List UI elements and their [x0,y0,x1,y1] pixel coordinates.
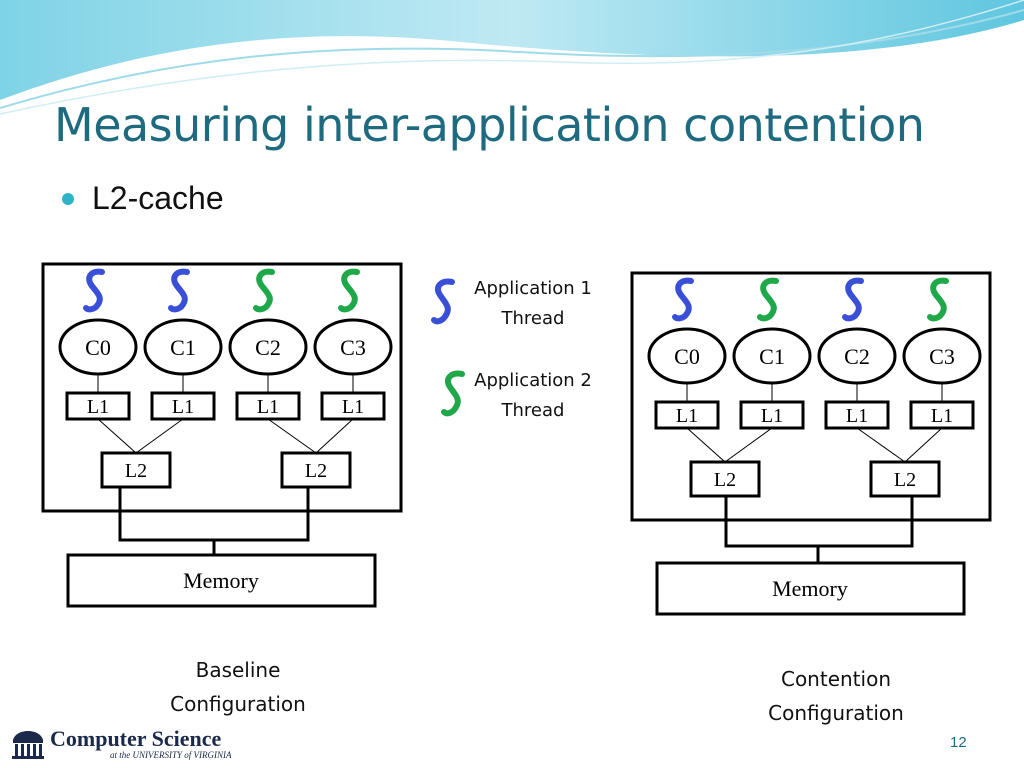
legend-app1-line1: Application 1 [474,278,592,299]
core-label: C3 [929,344,955,369]
core-label: C1 [170,335,196,360]
contention-caption: Contention Configuration [736,662,936,730]
app2-thread-icon [757,277,779,322]
core-label: C2 [844,344,870,369]
page-number: 12 [950,734,967,751]
legend-app2: Application 2 Thread [462,366,604,426]
baseline-diagram: C0 C1 C2 C3 L1 L1 L1 L1 L2 L2 Memory [41,262,403,608]
core-label: C3 [340,335,366,360]
l1-cache-box [65,391,131,421]
bullet-item: L2-cache [92,180,224,216]
footer-logo-subtext: at the UNIVERSITY of VIRGINIA [110,750,232,760]
l1-cache-box [320,391,386,421]
l2-cache-label: L2 [305,460,327,482]
l1-cache-label: L1 [172,396,194,418]
l2-cache-box [869,460,941,498]
l1-cache-label: L1 [257,396,279,418]
baseline-memory-bus [118,487,310,555]
slide-title: Measuring inter-application contention [54,98,925,152]
contention-caption-line2: Configuration [768,701,904,725]
core-label: C0 [85,335,111,360]
l2-cache-box [689,460,761,498]
rotunda-logo-icon [12,731,44,759]
contention-diagram: C0 C1 C2 C3 L1 L1 L1 L1 L2 L2 Memory [630,271,992,616]
l2-cache-label: L2 [125,460,147,482]
contention-caption-line1: Contention [780,667,891,691]
app2-thread-icon [338,268,360,313]
app2-thread-icon [441,370,465,417]
app2-thread-icon [253,268,275,313]
l1-cache-label: L1 [846,405,868,427]
contention-memory-box [655,561,966,616]
contention-memory-bus [724,496,914,563]
baseline-memory-box [66,553,377,608]
core-label: C1 [759,344,785,369]
l1-cache-label: L1 [761,405,783,427]
app1-thread-icon [842,277,864,322]
baseline-l1-l2-links [97,373,354,454]
l2-cache-box [280,451,352,489]
l1-cache-label: L1 [931,405,953,427]
header-wave-decoration [0,0,1024,115]
app2-thread-icon [927,277,949,322]
contention-l1-l2-links [686,382,943,463]
legend-app2-line1: Application 2 [474,370,592,391]
legend-app1-line2: Thread [501,308,565,329]
l2-cache-label: L2 [714,469,736,491]
baseline-caption-line2: Configuration [170,692,306,716]
app1-thread-icon [83,268,105,313]
l2-cache-label: L2 [894,469,916,491]
app1-thread-icon [168,268,190,313]
app1-thread-icon [672,277,694,322]
core-label: C0 [674,344,700,369]
l1-cache-label: L1 [342,396,364,418]
baseline-caption-line1: Baseline [195,658,281,682]
legend-app2-line2: Thread [501,400,565,421]
core-label: C2 [255,335,281,360]
l2-cache-box [100,451,172,489]
baseline-caption: Baseline Configuration [138,653,338,721]
app1-thread-icon [431,278,455,325]
l1-cache-label: L1 [87,396,109,418]
l1-cache-box [150,391,216,421]
legend-app1: Application 1 Thread [462,274,604,334]
baseline-memory-label: Memory [183,568,259,593]
l1-cache-label: L1 [676,405,698,427]
bullet-icon [62,193,74,205]
footer-logo-text: Computer Science [50,726,222,751]
contention-memory-label: Memory [772,576,848,601]
